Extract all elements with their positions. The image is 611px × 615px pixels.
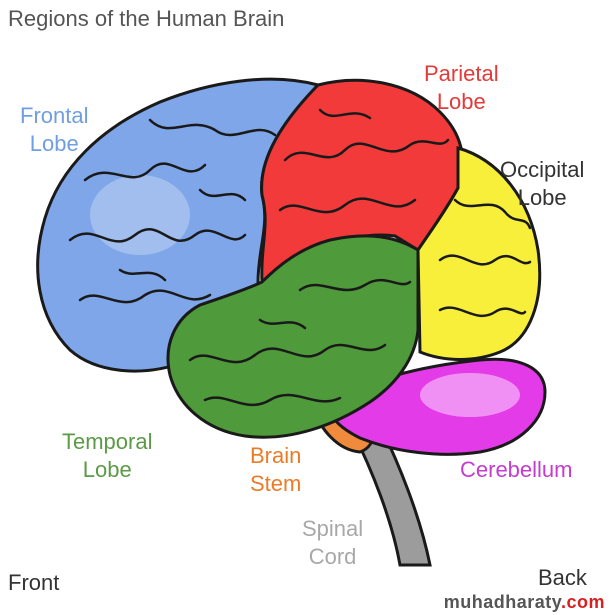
brain-stem-label-line2: Stem	[250, 471, 302, 496]
brain-stem-label-line1: Brain	[250, 443, 302, 468]
spinal-cord-label-line2: Cord	[308, 544, 357, 569]
temporal-lobe-label-line2: Lobe	[82, 457, 132, 482]
parietal-lobe-label-line2: Lobe	[436, 89, 486, 114]
temporal-lobe-label: Temporal Lobe	[62, 428, 152, 484]
parietal-lobe-label: Parietal Lobe	[424, 60, 499, 116]
cerebellum-highlight	[420, 373, 520, 417]
watermark-domain: .com	[560, 592, 605, 612]
frontal-highlight	[90, 175, 190, 255]
diagram-title: Regions of the Human Brain	[8, 6, 285, 31]
cerebellum-label-line1: Cerebellum	[460, 457, 573, 482]
parietal-gyri	[278, 108, 450, 214]
frontal-lobe-label-line1: Frontal	[20, 103, 89, 128]
parietal-lobe-shape	[260, 78, 465, 285]
frontal-lobe-label: Frontal Lobe	[20, 102, 88, 158]
parietal-lobe-label-line1: Parietal	[424, 61, 499, 86]
site-watermark: muhadharaty.com	[444, 592, 605, 613]
back-label: Back	[538, 565, 587, 590]
spinal-cord-shape	[349, 423, 432, 567]
brain-stem-label: Brain Stem	[250, 442, 301, 498]
occipital-lobe-label-line2: Lobe	[517, 185, 567, 210]
occipital-lobe-label: Occipital Lobe	[500, 156, 584, 212]
temporal-lobe-shape	[166, 234, 420, 439]
temporal-gyri	[188, 278, 412, 407]
occipital-lobe-label-line1: Occipital	[500, 157, 585, 182]
frontal-gyri	[68, 118, 277, 304]
temporal-lobe-label-line1: Temporal	[62, 429, 153, 454]
frontal-lobe-label-line2: Lobe	[29, 131, 79, 156]
cerebellum-label: Cerebellum	[460, 456, 573, 484]
watermark-name: muhadharaty	[443, 592, 561, 612]
front-label: Front	[8, 570, 60, 595]
spinal-cord-label-line1: Spinal	[302, 516, 364, 541]
occipital-gyri	[438, 198, 532, 318]
spinal-cord-label: Spinal Cord	[302, 515, 363, 571]
